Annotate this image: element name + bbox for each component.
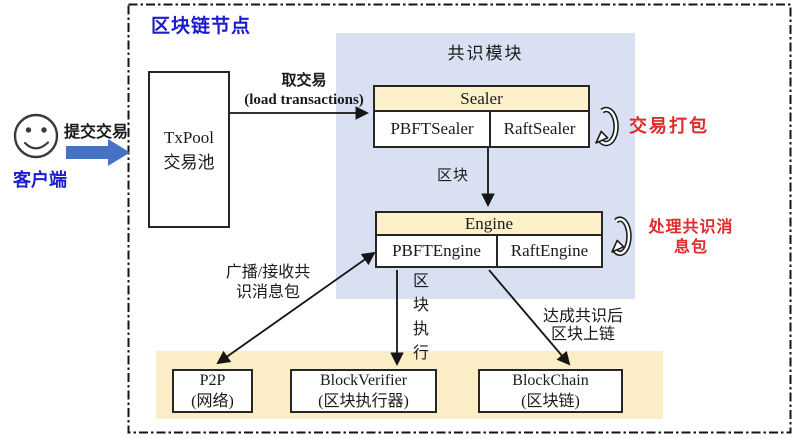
node-dashed-border — [127, 3, 792, 434]
blockverifier-subtitle: (区块执行器) — [318, 393, 409, 410]
commit-line2: 区块上链 — [550, 326, 615, 343]
p2p-name: P2P — [199, 372, 226, 389]
submit-transaction-arrow — [66, 139, 130, 166]
load-transactions-label: 取交易 (load transactions) — [236, 72, 372, 110]
load-transactions-line2: (load transactions) — [244, 92, 364, 108]
raft-engine-cell: RaftEngine — [498, 236, 601, 266]
engine-box: Engine PBFTEngine RaftEngine — [375, 211, 603, 268]
raft-sealer-cell: RaftSealer — [491, 112, 588, 146]
client-label: 客户端 — [13, 170, 67, 190]
block-commit-label: 达成共识后 区块上链 — [528, 308, 638, 344]
blockverifier-name: BlockVerifier — [319, 372, 408, 389]
txpool-box: TxPool 交易池 — [148, 71, 230, 228]
broadcast-receive-label: 广播/接收共 识消息包 — [213, 263, 323, 303]
pbft-engine-cell: PBFTEngine — [377, 236, 498, 266]
node-title: 区块链节点 — [151, 16, 252, 37]
client-smiley-icon — [13, 113, 59, 159]
consensus-message-line2: 息包 — [673, 239, 708, 256]
commit-line1: 达成共识后 — [542, 308, 623, 325]
p2p-box: P2P (网络) — [172, 369, 253, 413]
broadcast-line2: 识消息包 — [235, 284, 300, 301]
consensus-message-handling-label: 处理共识消 息包 — [639, 218, 743, 258]
p2p-subtitle: (网络) — [191, 393, 234, 410]
txpool-title: TxPool — [163, 127, 215, 147]
submit-transaction-label: 提交交易 — [64, 124, 129, 141]
block-commit-arrow — [488, 269, 571, 366]
blockchain-name: BlockChain — [512, 372, 589, 389]
load-transactions-line1: 取交易 — [281, 73, 327, 89]
blockverifier-box: BlockVerifier (区块执行器) — [290, 369, 437, 413]
transaction-packing-label: 交易打包 — [629, 116, 709, 136]
blockchain-box: BlockChain (区块链) — [478, 369, 623, 413]
broadcast-receive-arrow — [216, 251, 376, 365]
engine-header: Engine — [377, 213, 601, 236]
pbft-sealer-cell: PBFTSealer — [375, 112, 491, 146]
engine-loop-arrow-icon — [611, 216, 632, 256]
consensus-message-line1: 处理共识消 — [648, 219, 734, 236]
block-execute-label: 区块执行 — [410, 272, 427, 368]
block-edge-label: 区块 — [437, 168, 470, 184]
blockchain-subtitle: (区块链) — [521, 393, 580, 410]
broadcast-line1: 广播/接收共 — [225, 264, 311, 281]
consensus-module-title: 共识模块 — [447, 44, 524, 63]
sealer-header: Sealer — [375, 87, 588, 112]
sealer-loop-arrow-icon — [595, 106, 619, 147]
txpool-subtitle: 交易池 — [163, 152, 215, 172]
sealer-box: Sealer PBFTSealer RaftSealer — [373, 85, 590, 148]
